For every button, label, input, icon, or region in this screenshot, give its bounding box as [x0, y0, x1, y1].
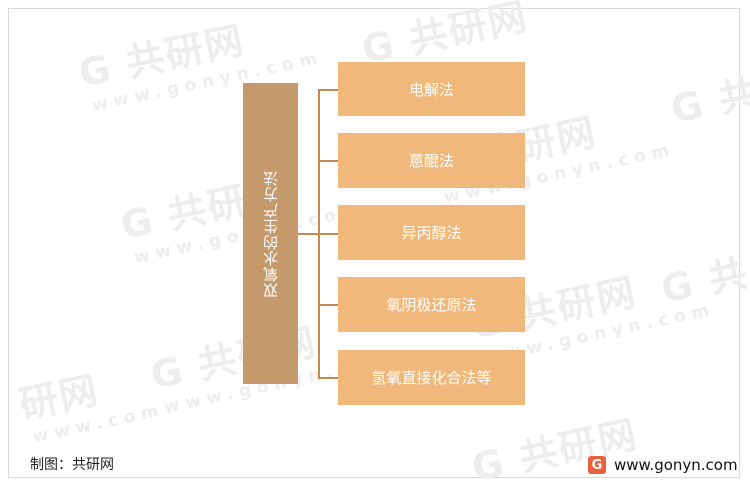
branch-label: 蒽醌法: [408, 152, 454, 170]
root-label: 双氧水的生产方法: [262, 169, 280, 298]
connector-branch: [318, 233, 338, 235]
website-text: www.gonyn.com: [614, 456, 738, 474]
connector-branch: [318, 160, 338, 162]
connector-branch: [318, 377, 338, 379]
logo-icon: G: [588, 456, 606, 474]
branch-label: 氧阴极还原法: [386, 296, 477, 314]
branch-node: 氧阴极还原法: [338, 277, 525, 332]
connector-trunk: [298, 233, 319, 235]
branch-label: 电解法: [408, 80, 454, 99]
connector-branch: [318, 304, 338, 306]
source-caption: 制图：共研网: [30, 457, 114, 473]
branch-node: 氢氧直接化合法等: [338, 350, 525, 405]
branch-label: 异丙醇法: [401, 224, 462, 242]
branch-label: 氢氧直接化合法等: [371, 369, 492, 387]
branch-node: 蒽醌法: [338, 133, 525, 188]
branch-node: 异丙醇法: [338, 205, 525, 260]
site-logo-group: G www.gonyn.com: [588, 456, 738, 474]
connector-branch: [318, 89, 338, 91]
root-node: 双氧水的生产方法: [243, 83, 298, 384]
branch-node: 电解法: [338, 62, 525, 116]
